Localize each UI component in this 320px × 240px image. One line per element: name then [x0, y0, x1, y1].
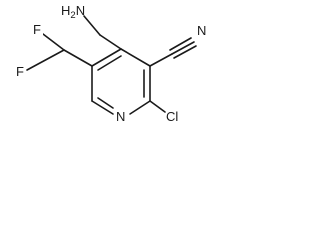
chlorine-label: Cl	[166, 109, 178, 124]
bond-n1-c6-inner	[97, 97, 114, 109]
bond-nitrile-triple-2	[169, 37, 192, 51]
bond-c3-nitrile	[149, 53, 173, 67]
nitrile-n-label: N	[197, 23, 206, 38]
amine-label: H2N	[61, 3, 85, 21]
bond-c5-chf2	[63, 49, 93, 67]
bond-chf2-f-top	[42, 33, 65, 51]
bond-chf2-f-bottom	[26, 49, 65, 71]
bond-c4-c3	[120, 48, 151, 67]
fluorine-bottom-label: F	[16, 64, 24, 79]
bond-c5-c4-inner	[97, 55, 122, 71]
bond-c2-cl	[149, 100, 166, 113]
bond-nitrile-triple-1	[171, 41, 195, 55]
ring-n-label: N	[116, 109, 125, 124]
bond-c5-c4	[91, 48, 122, 67]
bond-c2-n1	[129, 100, 151, 115]
nitrile-n-halo	[195, 23, 208, 38]
pyridine-ring	[91, 48, 151, 115]
molecule-structure: H2N F F N N Cl	[14, 3, 208, 124]
fluorine-bottom-halo	[14, 64, 26, 78]
bond-ch2-n-amine	[83, 15, 101, 36]
fluorine-top-halo	[31, 22, 43, 36]
bond-c4-ch2	[99, 34, 122, 50]
ring-n-halo	[114, 108, 128, 123]
bond-nitrile-triple-3	[173, 45, 197, 59]
fluorine-top-label: F	[33, 22, 41, 37]
bond-n1-c6	[91, 100, 114, 115]
